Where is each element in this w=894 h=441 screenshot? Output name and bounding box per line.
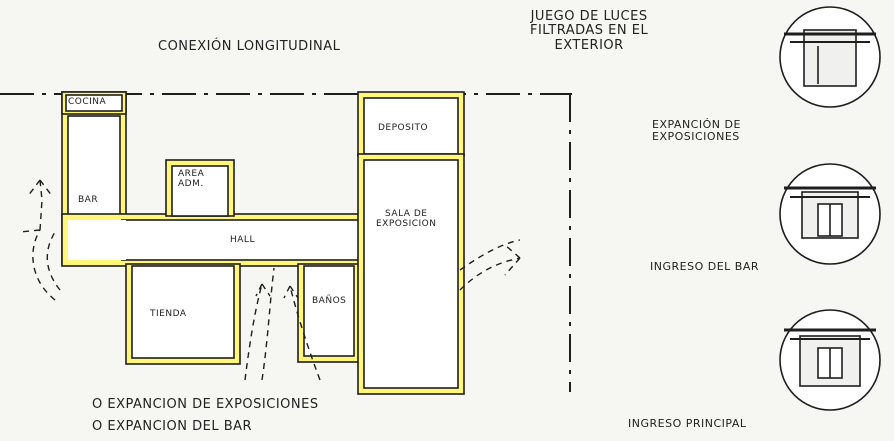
- sketch-label-expancion-line: EXPANCIÓN DE: [652, 118, 741, 131]
- exhibit-expansion-arrow: [459, 239, 521, 291]
- room-label-sala-line: EXPOSICION: [376, 218, 437, 229]
- room-label-area: AREA ADM.: [178, 169, 205, 190]
- plan-title: CONEXIÓN LONGITUDINAL: [158, 39, 341, 54]
- room-label-deposito: DEPOSITO: [378, 123, 429, 133]
- room-label-banos: BAÑOS: [312, 296, 347, 306]
- bar-expansion-arrow-inner: [46, 231, 61, 291]
- room-label-hall: HALL: [230, 235, 255, 245]
- left-entry-arrow: [244, 283, 271, 381]
- room-label-area-line: AREA: [178, 169, 205, 179]
- sketch-label-expancion: EXPANCIÓN DE EXPOSICIONES: [652, 118, 741, 144]
- room-label-tienda: TIENDA: [150, 309, 187, 319]
- bar-expansion-arrow: [19, 179, 56, 301]
- top-note-line: FILTRADAS EN EL: [530, 23, 649, 39]
- room-label-area-line: ADM.: [178, 178, 204, 189]
- top-note: JUEGO DE LUCES FILTRADAS EN EL EXTERIOR: [530, 9, 649, 53]
- top-note-line: JUEGO DE LUCES: [530, 9, 648, 24]
- top-note-line: EXTERIOR: [554, 37, 624, 53]
- room-label-bar: BAR: [78, 195, 99, 205]
- legend-item-bar: O EXPANCION DEL BAR: [92, 419, 253, 434]
- sketch-label-expancion-line: EXPOSICIONES: [652, 130, 740, 144]
- legend-item-exposiciones: O EXPANCION DE EXPOSICIONES: [92, 397, 319, 412]
- sketch-label-ingreso-principal: INGRESO PRINCIPAL: [628, 417, 747, 430]
- room-label-sala-line: SALA DE: [385, 209, 428, 219]
- center-entry-arrow: [261, 267, 275, 381]
- right-entry-arrow: [283, 285, 321, 381]
- sketch-label-ingreso-bar: INGRESO DEL BAR: [650, 260, 759, 273]
- room-label-sala: SALA DE EXPOSICION: [376, 209, 437, 230]
- room-label-cocina: COCINA: [68, 97, 107, 107]
